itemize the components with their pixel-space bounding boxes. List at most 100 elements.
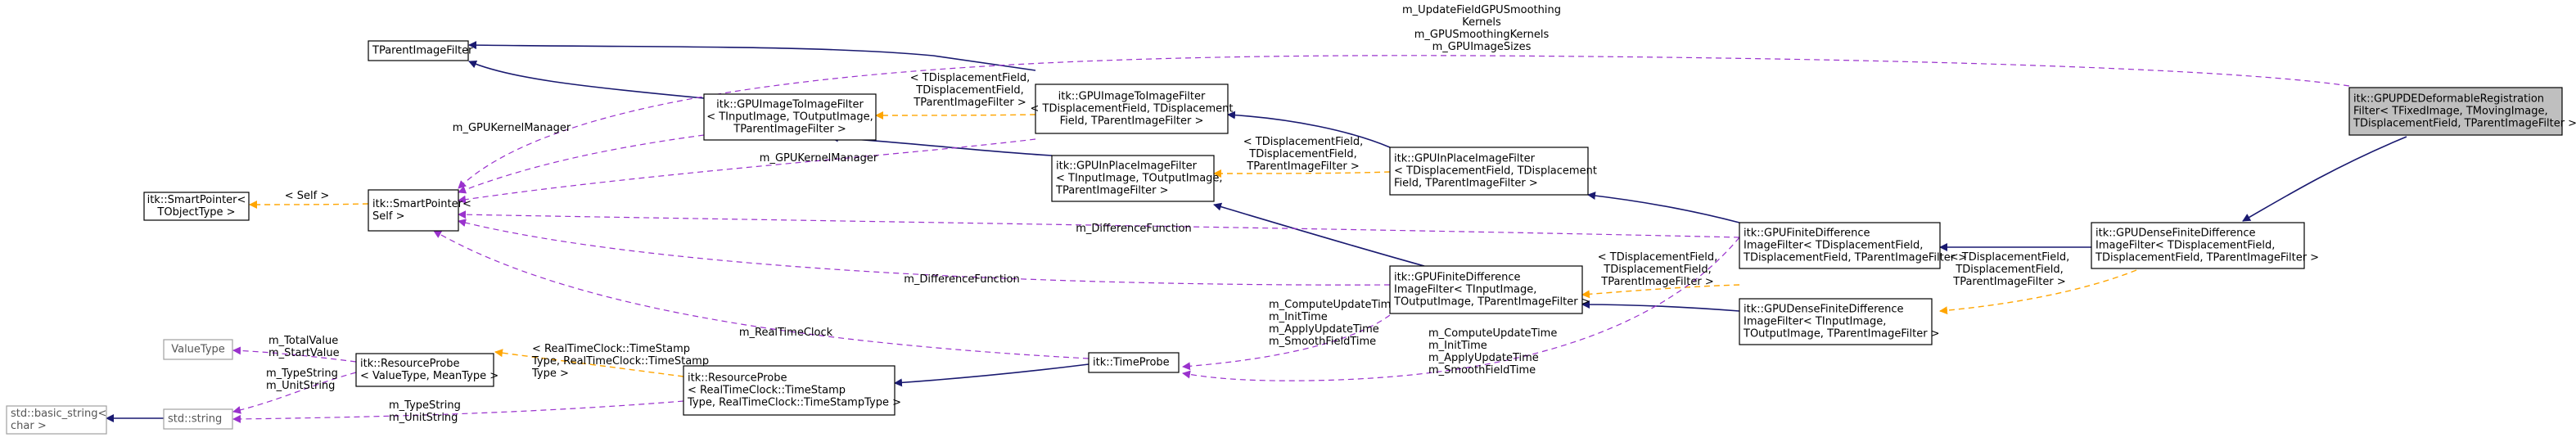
class-node-resource-rt[interactable]: itk::ResourceProbe< RealTimeClock::TimeS… xyxy=(683,365,901,416)
class-node-text-line: Type, RealTimeClock::TimeStampType > xyxy=(687,397,901,409)
edge-label-text-line: m_RealTimeClock xyxy=(739,327,833,339)
class-node-timeprobe[interactable]: itk::TimeProbe xyxy=(1088,352,1180,373)
edge-label-text-line: m_DifferenceFunction xyxy=(1076,223,1191,235)
class-node-box xyxy=(163,408,233,430)
class-node-box xyxy=(1739,222,1941,269)
edge-label-text-line: m_DifferenceFunction xyxy=(904,273,1019,286)
edge-label-kernel-mgr-2: m_GPUKernelManager xyxy=(760,152,878,165)
edge-label-real-time-clock: m_RealTimeClock xyxy=(739,327,833,339)
edge-label-text-line: TParentImageFilter > xyxy=(913,97,1026,109)
class-node-text-line: < TDisplacementField, TDisplacement xyxy=(1394,165,1597,178)
class-node-text-line: itk::ResourceProbe xyxy=(360,358,460,370)
edge-label-times-2: m_ComputeUpdateTimem_InitTimem_ApplyUpda… xyxy=(1428,327,1557,377)
edge-label-text-line: TDisplacementField, xyxy=(915,84,1023,97)
class-node-resource-vm[interactable]: itk::ResourceProbe< ValueType, MeanType … xyxy=(355,353,499,387)
class-node-box xyxy=(2091,222,2305,269)
edge-label-text-line: m_ComputeUpdateTime xyxy=(1269,299,1397,311)
class-node-gpu-dense-d[interactable]: itk::GPUDenseFiniteDifferenceImageFilter… xyxy=(2091,222,2319,269)
class-node-valuetype[interactable]: ValueType xyxy=(163,339,233,360)
class-node-text-line: itk::GPUImageToImageFilter xyxy=(716,99,864,111)
edge-label-text-line: m_UpdateFieldGPUSmoothing xyxy=(1402,4,1561,16)
edge-inherit-gpu-inplace-d-to-gpu-i2i-d xyxy=(1227,110,1391,148)
edge-inherit-gpu-dense-t-to-gpu-fd-t xyxy=(1581,300,1740,312)
class-node-gpu-inplace-d[interactable]: itk::GPUInPlaceImageFilter< TDisplacemen… xyxy=(1389,147,1597,196)
edge-label-text-line: Type > xyxy=(531,368,569,380)
edge-label-text-line: TParentImageFilter > xyxy=(1246,160,1360,173)
class-node-box xyxy=(1389,147,1589,196)
edge-inherit-pde-to-gpu-dense-d xyxy=(2242,136,2407,222)
edge-use-diff-fn-2 xyxy=(458,219,1391,286)
class-node-text-line: TDisplacementField, TParentImageFilter > xyxy=(1743,252,1967,264)
edge-label-text-line: TDisplacementField, xyxy=(1955,264,2063,276)
edge-use-total-start xyxy=(232,346,357,363)
class-node-text-line: < TInputImage, TOutputImage, xyxy=(1056,173,1223,185)
class-node-text-line: std::string xyxy=(168,413,222,426)
class-node-text-line: Field, TParentImageFilter > xyxy=(1394,178,1538,190)
diagram-edges xyxy=(106,41,2407,423)
edge-label-text-line: m_GPUImageSizes xyxy=(1432,41,1532,53)
edge-inherit-gpu-fd-t-to-gpu-inplace-t xyxy=(1213,202,1425,267)
class-node-box xyxy=(1389,265,1583,314)
class-node-stdstring[interactable]: std::string xyxy=(163,408,233,430)
edge-label-text-line: m_UnitString xyxy=(389,412,458,424)
class-node-basic-string[interactable]: std::basic_string<char > xyxy=(6,405,107,435)
class-node-text-line: itk::SmartPointer< xyxy=(372,198,471,210)
edge-use-real-time-clock xyxy=(433,230,1089,359)
edge-label-text-line: m_UnitString xyxy=(266,380,335,392)
class-node-smartptr-self[interactable]: itk::SmartPointer<Self > xyxy=(368,189,471,232)
class-node-text-line: ValueType xyxy=(171,344,225,356)
edge-label-text-line: m_ApplyUpdateTime xyxy=(1269,323,1379,336)
class-node-text-line: < RealTimeClock::TimeStamp xyxy=(688,385,846,397)
class-node-text-line: TOutputImage, TParentImageFilter > xyxy=(1743,328,1940,341)
class-node-gpu-inplace-t[interactable]: itk::GPUInPlaceImageFilter< TInputImage,… xyxy=(1051,155,1223,202)
edge-label-text-line: m_ApplyUpdateTime xyxy=(1428,352,1539,364)
edge-use-type-unit-1 xyxy=(232,372,357,414)
edge-label-text-line: m_GPUKernelManager xyxy=(760,152,878,165)
edge-use-diff-fn-1 xyxy=(458,210,1740,238)
class-node-gpu-i2i-d[interactable]: itk::GPUImageToImageFilter< TDisplacemen… xyxy=(1031,83,1234,134)
class-node-text-line: TParentImageFilter > xyxy=(1055,185,1169,197)
class-node-text-line: < TDisplacementField, TDisplacement xyxy=(1031,103,1234,115)
edge-label-tmpl-fd: < TDisplacementField,TDisplacementField,… xyxy=(1598,251,1717,288)
edge-label-text-line: < RealTimeClock::TimeStamp xyxy=(532,343,690,355)
edge-label-text-line: m_GPUSmoothingKernels xyxy=(1414,29,1550,41)
class-node-box xyxy=(683,365,896,416)
edge-inherit-gpu-i2i-d-to-tparent xyxy=(468,41,1036,71)
edge-use-kernel-manager-2 xyxy=(458,138,1036,204)
class-node-text-line: itk::ResourceProbe xyxy=(688,372,787,385)
class-node-pde[interactable]: itk::GPUPDEDeformableRegistrationFilter<… xyxy=(2348,87,2576,136)
class-node-smartptr-tobj[interactable]: itk::SmartPointer<TObjectType > xyxy=(143,192,250,221)
class-node-text-line: itk::GPUInPlaceImageFilter xyxy=(1056,160,1198,173)
class-node-text-line: TDisplacementField, TParentImageFilter > xyxy=(2353,118,2576,130)
diagram-nodes: TParentImageFilteritk::GPUPDEDeformableR… xyxy=(6,40,2576,435)
edge-inherit-gpu-i2i-t-to-tparent xyxy=(468,60,705,99)
edge-label-tmpl-rt: < RealTimeClock::TimeStampType, RealTime… xyxy=(531,343,709,380)
edge-label-times-1: m_ComputeUpdateTimem_InitTimem_ApplyUpda… xyxy=(1269,299,1397,348)
class-node-gpu-dense-t[interactable]: itk::GPUDenseFiniteDifferenceImageFilter… xyxy=(1739,298,1940,345)
edge-label-tmpl-dense: < TDisplacementField,TDisplacementField,… xyxy=(1950,251,2069,288)
edge-label-text-line: m_SmoothFieldTime xyxy=(1269,336,1376,348)
edge-label-diff-fn-2: m_DifferenceFunction xyxy=(904,273,1019,286)
class-node-text-line: ImageFilter< TInputImage, xyxy=(1394,284,1536,296)
edge-label-text-line: Kernels xyxy=(1462,16,1501,29)
class-node-text-line: Self > xyxy=(372,210,404,223)
edge-label-text-line: m_TypeString xyxy=(389,399,461,412)
class-node-gpu-i2i-t[interactable]: itk::GPUImageToImageFilter< TInputImage,… xyxy=(703,93,877,141)
class-node-box xyxy=(6,405,107,435)
class-node-box xyxy=(1051,155,1215,202)
class-node-box xyxy=(1088,352,1180,373)
class-node-box xyxy=(703,93,877,141)
class-node-text-line: Filter< TFixedImage, TMovingImage, xyxy=(2353,106,2548,118)
edge-label-text-line: TDisplacementField, xyxy=(1603,264,1711,276)
class-node-tparent[interactable]: TParentImageFilter xyxy=(368,40,473,61)
edge-label-text-line: < Self > xyxy=(285,190,330,202)
class-node-text-line: ImageFilter< TDisplacementField, xyxy=(1744,240,1923,252)
edge-label-kernel-mgr-1: m_GPUKernelManager xyxy=(453,122,571,134)
edge-use-kernels xyxy=(458,55,2350,189)
edge-label-text-line: m_TotalValue xyxy=(268,335,338,347)
edge-label-text-line: m_TypeString xyxy=(266,368,338,380)
